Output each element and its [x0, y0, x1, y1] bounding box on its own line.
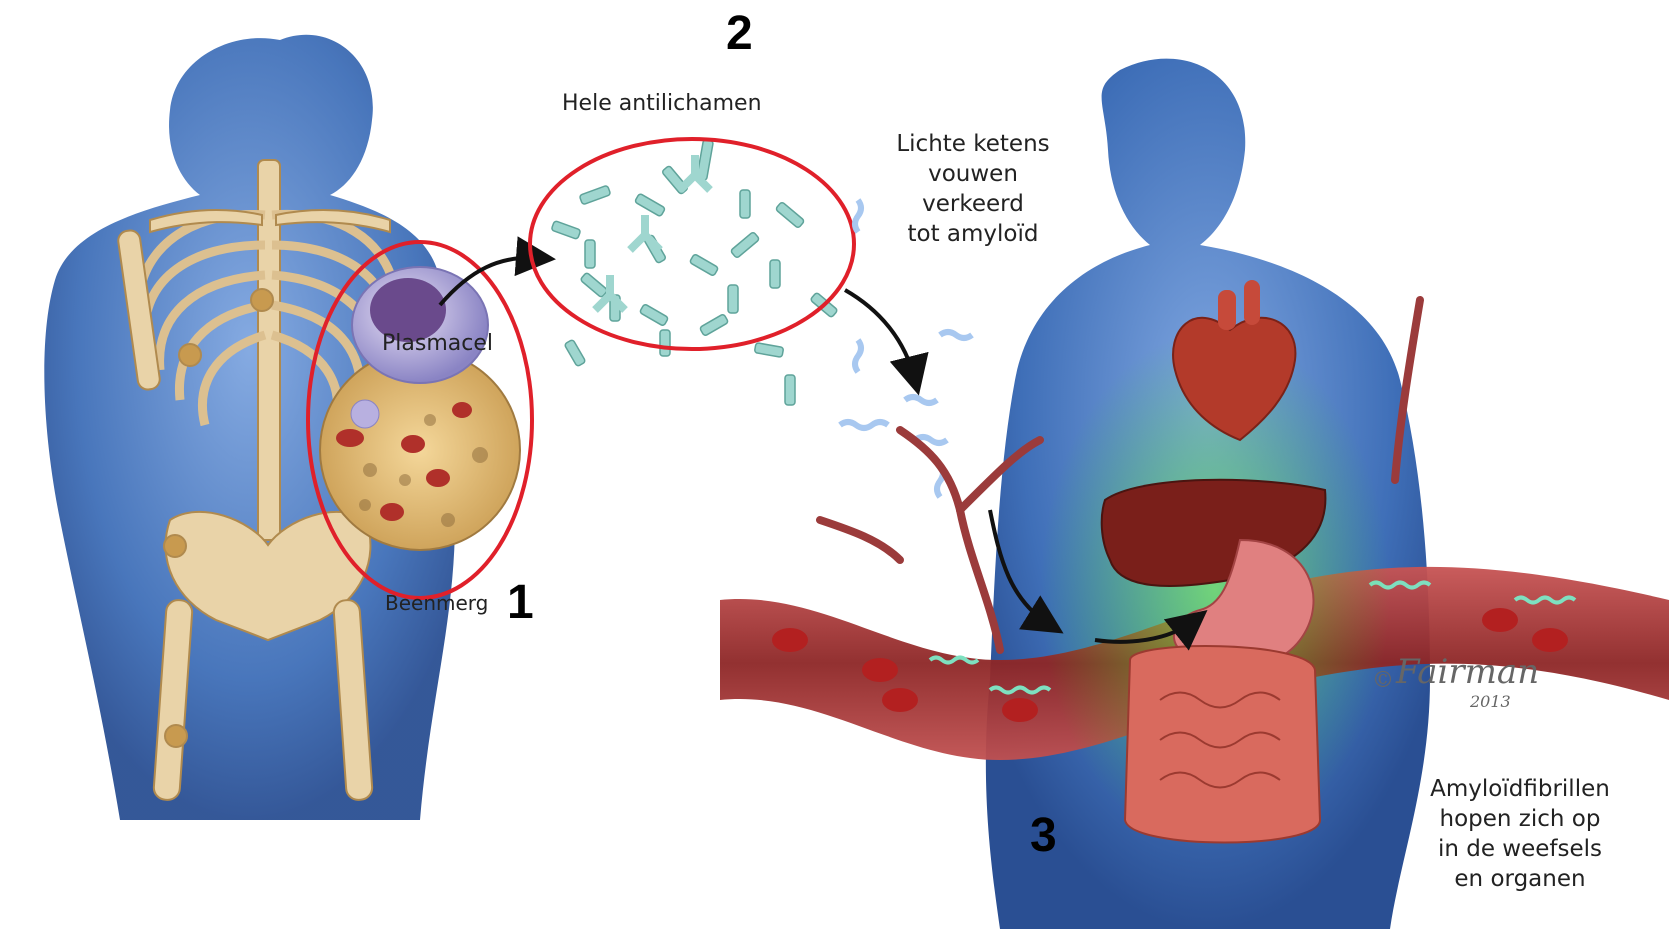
- antibodies-cluster: [551, 139, 838, 405]
- label-line: vouwen: [888, 160, 1058, 190]
- label-line: tot amyloïd: [888, 220, 1058, 250]
- step-number-3: 3: [1030, 808, 1057, 863]
- label-line: Amyloïdfibrillen: [1420, 775, 1620, 805]
- label-lichte-ketens: Lichte ketens vouwen verkeerd tot amyloï…: [888, 130, 1058, 250]
- artist-signature: Fairman: [1396, 652, 1539, 692]
- label-line: en organen: [1420, 865, 1620, 895]
- copyright-symbol: ©: [1372, 668, 1394, 693]
- label-line: Lichte ketens: [888, 130, 1058, 160]
- step-number-1: 1: [507, 575, 534, 630]
- signature-year: 2013: [1470, 692, 1511, 711]
- label-plasmacel: Plasmacel: [382, 330, 493, 359]
- intestines: [1125, 646, 1320, 842]
- label-beenmerg: Beenmerg: [385, 590, 488, 616]
- label-hele-antilichamen: Hele antilichamen: [562, 90, 762, 119]
- label-amyloidfibrillen: Amyloïdfibrillen hopen zich op in de wee…: [1420, 775, 1620, 895]
- label-line: verkeerd: [888, 190, 1058, 220]
- plasma-cell: [352, 267, 488, 383]
- label-line: hopen zich op: [1420, 805, 1620, 835]
- step-number-2: 2: [726, 6, 753, 61]
- label-line: in de weefsels: [1420, 835, 1620, 865]
